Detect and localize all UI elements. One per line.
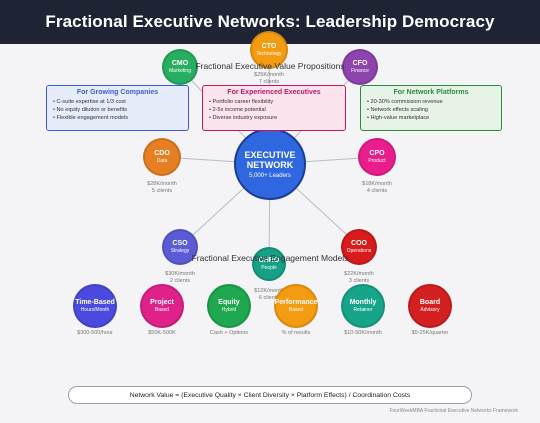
- model-note-project: $50K-500K: [148, 330, 176, 336]
- value-card-title: For Experienced Executives: [227, 89, 321, 96]
- model-node-equity: Equity Hybrid: [207, 284, 251, 328]
- value-card-title: For Growing Companies: [76, 89, 159, 96]
- exec-meta-chro: $12K/month 6 clients: [254, 288, 284, 301]
- model-note-time-based: $300-500/hour: [77, 330, 113, 336]
- model-node-board: Board Advisory: [408, 284, 452, 328]
- exec-meta-cdo: $28K/month 5 clients: [147, 181, 177, 194]
- value-card-item: C-suite expertise at 1/3 cost: [53, 98, 182, 106]
- hub-subtitle: 5,000+ Leaders: [249, 172, 291, 179]
- exec-area: Technology: [256, 51, 282, 57]
- exec-area: Strategy: [170, 248, 190, 254]
- value-card-item: 2-5x income potential: [209, 106, 339, 114]
- value-card-item: High-value marketplace: [367, 114, 495, 122]
- value-card-companies: For Growing Companies C-suite expertise …: [46, 85, 189, 131]
- exec-role: CDO: [154, 150, 170, 157]
- value-props-title: Fractional Executive Value Propositions: [195, 61, 345, 71]
- exec-meta-cpo: $18K/month 4 clients: [362, 181, 392, 194]
- hub-title-line1: EXECUTIVE: [244, 149, 296, 160]
- model-node-performance: Performance Based: [274, 284, 318, 328]
- exec-role: CPO: [369, 150, 385, 157]
- value-card-title: For Network Platforms: [393, 89, 469, 96]
- model-node-time-based: Time-Based Hours/Month: [73, 284, 117, 328]
- value-card-platforms: For Network Platforms 20-30% commission …: [360, 85, 502, 131]
- exec-node-cfo: CFO Finance: [342, 49, 378, 85]
- value-card-executives: For Experienced Executives Portfolio car…: [202, 85, 346, 131]
- model-note-performance: % of results: [281, 330, 311, 336]
- exec-area: Operations: [346, 248, 372, 254]
- exec-node-cmo: CMO Marketing: [162, 49, 198, 85]
- value-card-item: Diverse industry exposure: [209, 114, 339, 122]
- exec-node-chro: CHRO People: [252, 247, 286, 281]
- exec-role: CTO: [261, 43, 277, 50]
- exec-role: CMO: [171, 60, 189, 67]
- exec-node-cso: CSO Strategy: [162, 229, 198, 265]
- exec-area: Marketing: [169, 68, 191, 74]
- exec-meta-cso: $30K/month 2 clients: [165, 271, 195, 284]
- model-note-board: $5-25K/quarter: [411, 330, 449, 336]
- exec-node-cpo: CPO Product: [358, 138, 396, 176]
- value-card-item: Flexible engagement models: [53, 114, 182, 122]
- exec-role: COO: [351, 240, 367, 247]
- hub-title-line2: NETWORK: [246, 159, 294, 170]
- model-node-project: Project Based: [140, 284, 184, 328]
- model-note-monthly: $10-50K/month: [344, 330, 382, 336]
- network-value-formula: Network Value = (Executive Quality × Cli…: [68, 386, 472, 404]
- value-card-item: 20-30% commission revenue: [367, 98, 495, 106]
- exec-role: CHRO: [258, 257, 280, 264]
- exec-node-cto: CTO Technology: [250, 31, 288, 69]
- footer-credit: FourWeekMBA Fractional Executive Network…: [389, 408, 518, 414]
- model-note-equity: Cash + Options: [209, 330, 249, 336]
- model-node-monthly: Monthly Retainer: [341, 284, 385, 328]
- value-card-item: No equity dilution or benefits: [53, 106, 182, 114]
- executive-network-hub: EXECUTIVE NETWORK 5,000+ Leaders: [234, 128, 306, 200]
- exec-meta-coo: $22K/month 3 clients: [344, 271, 374, 284]
- exec-node-cdo: CDO Data: [143, 138, 181, 176]
- exec-area: Data: [156, 158, 168, 164]
- exec-area: Product: [368, 158, 386, 164]
- value-card-item: Portfolio career flexibility: [209, 98, 339, 106]
- value-card-item: Network effects scaling: [367, 106, 495, 114]
- engagement-title: Fractional Executive Engagement Models: [191, 253, 349, 263]
- exec-role: CFO: [352, 60, 368, 67]
- exec-meta-cto: $25K/month 7 clients: [254, 72, 284, 85]
- exec-role: CSO: [172, 240, 188, 247]
- exec-node-coo: COO Operations: [341, 229, 377, 265]
- exec-area: People: [261, 265, 277, 271]
- page-title: Fractional Executive Networks: Leadershi…: [45, 12, 495, 31]
- exec-area: Finance: [351, 68, 369, 74]
